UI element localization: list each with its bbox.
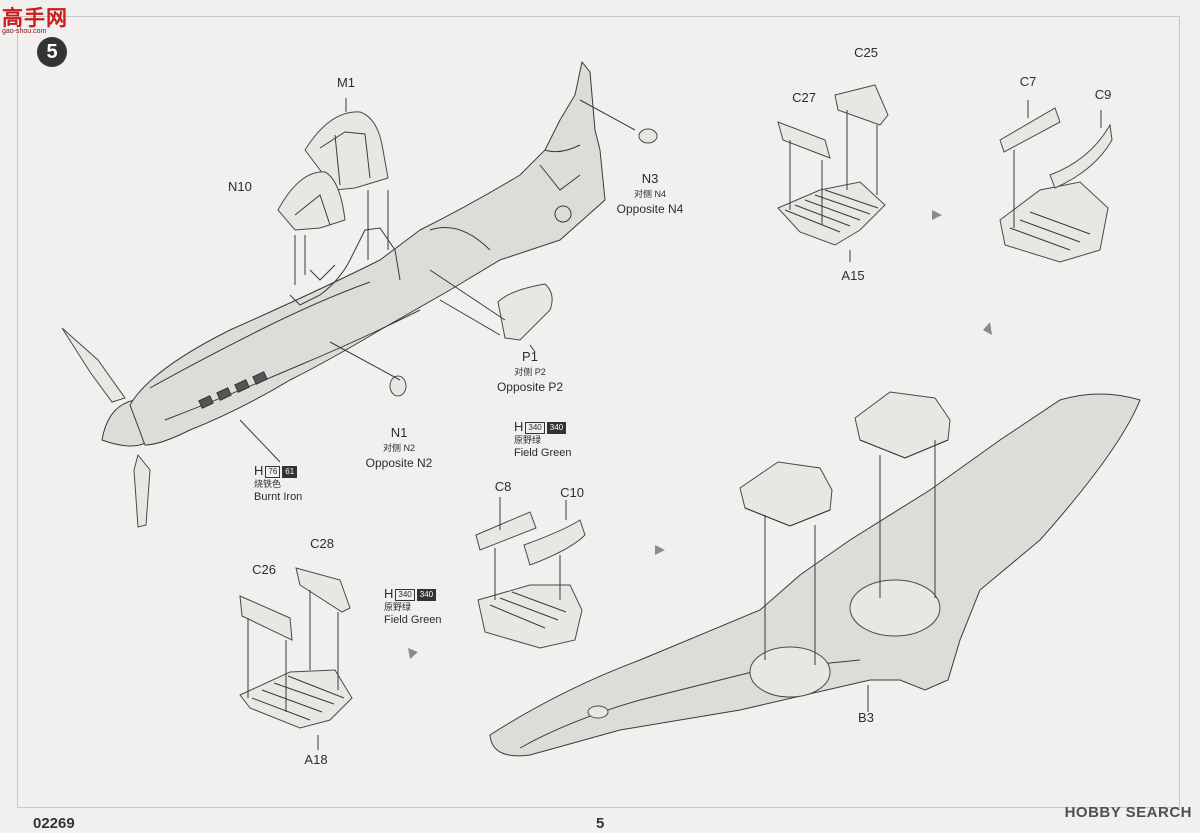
label-a15: A15 [841, 268, 865, 283]
paint-name: Field Green [384, 614, 442, 626]
paint-code-chip: 61 [282, 466, 298, 479]
paint-name-cjk: 烧铁色 [254, 479, 282, 489]
assembled-tray-right-drawing [999, 100, 1113, 263]
kit-number: 02269 [33, 815, 75, 832]
fuselage-drawing [129, 60, 606, 446]
label-n3: N3 [641, 171, 659, 186]
label-c10: C10 [560, 485, 584, 500]
label-p1: P1 [522, 349, 538, 364]
logo-subtext: gao-shou.com [2, 28, 47, 35]
label-c8: C8 [494, 479, 512, 494]
paint-h-prefix: H [254, 463, 264, 478]
tray-c8-c10-drawing [475, 497, 586, 649]
paint-code-chip: 340 [546, 422, 567, 435]
paint-name: Burnt Iron [254, 491, 303, 503]
label-c9: C9 [1094, 87, 1112, 102]
label-n1-cjk: 对侧 N2 [382, 443, 416, 453]
step-number-badge: 5 [37, 37, 67, 67]
label-c7: C7 [1019, 74, 1037, 89]
paint-name: Field Green [514, 447, 572, 459]
page-number: 5 [596, 815, 605, 832]
site-logo: 高手网 gao-shou.com [2, 2, 68, 35]
paint-code-chip: 340 [525, 422, 545, 435]
label-n1-opposite: Opposite N2 [365, 456, 433, 470]
seat-tray-a15-drawing [777, 84, 889, 262]
label-n3-cjk: 对侧 N4 [633, 189, 667, 199]
paint-name-cjk: 原野绿 [514, 435, 542, 445]
paint-h-prefix: H [384, 586, 394, 601]
part-n1-shape [389, 375, 407, 397]
canopy-parts [277, 111, 553, 341]
label-n3-opposite: Opposite N4 [616, 202, 684, 216]
label-b3: B3 [858, 710, 874, 725]
paint-code-chip: 76 [265, 466, 281, 479]
paint-code-chip: 340 [416, 589, 437, 602]
logo-text: 高手网 [2, 7, 68, 30]
label-n10: N10 [228, 179, 252, 194]
paint-name-cjk: 原野绿 [384, 602, 412, 612]
hobby-search-watermark: HOBBY SEARCH [1064, 804, 1192, 821]
label-n1: N1 [390, 425, 408, 440]
paint-code-chip: 340 [395, 589, 415, 602]
label-c25: C25 [854, 45, 878, 60]
label-c26: C26 [252, 562, 276, 577]
label-p1-opposite: Opposite P2 [496, 380, 564, 394]
label-c28: C28 [310, 536, 334, 551]
part-n3-shape [638, 128, 658, 144]
step-arrows [408, 210, 992, 659]
radiator-housings [739, 391, 951, 665]
paint-h-prefix: H [514, 419, 524, 434]
label-p1-cjk: 对侧 P2 [514, 367, 546, 377]
label-c27: C27 [792, 90, 816, 105]
label-a18: A18 [304, 752, 328, 767]
leader-lines [239, 98, 636, 463]
propeller-drawing [61, 327, 151, 528]
label-m1: M1 [336, 75, 356, 90]
tray-a18-drawing [239, 567, 353, 750]
